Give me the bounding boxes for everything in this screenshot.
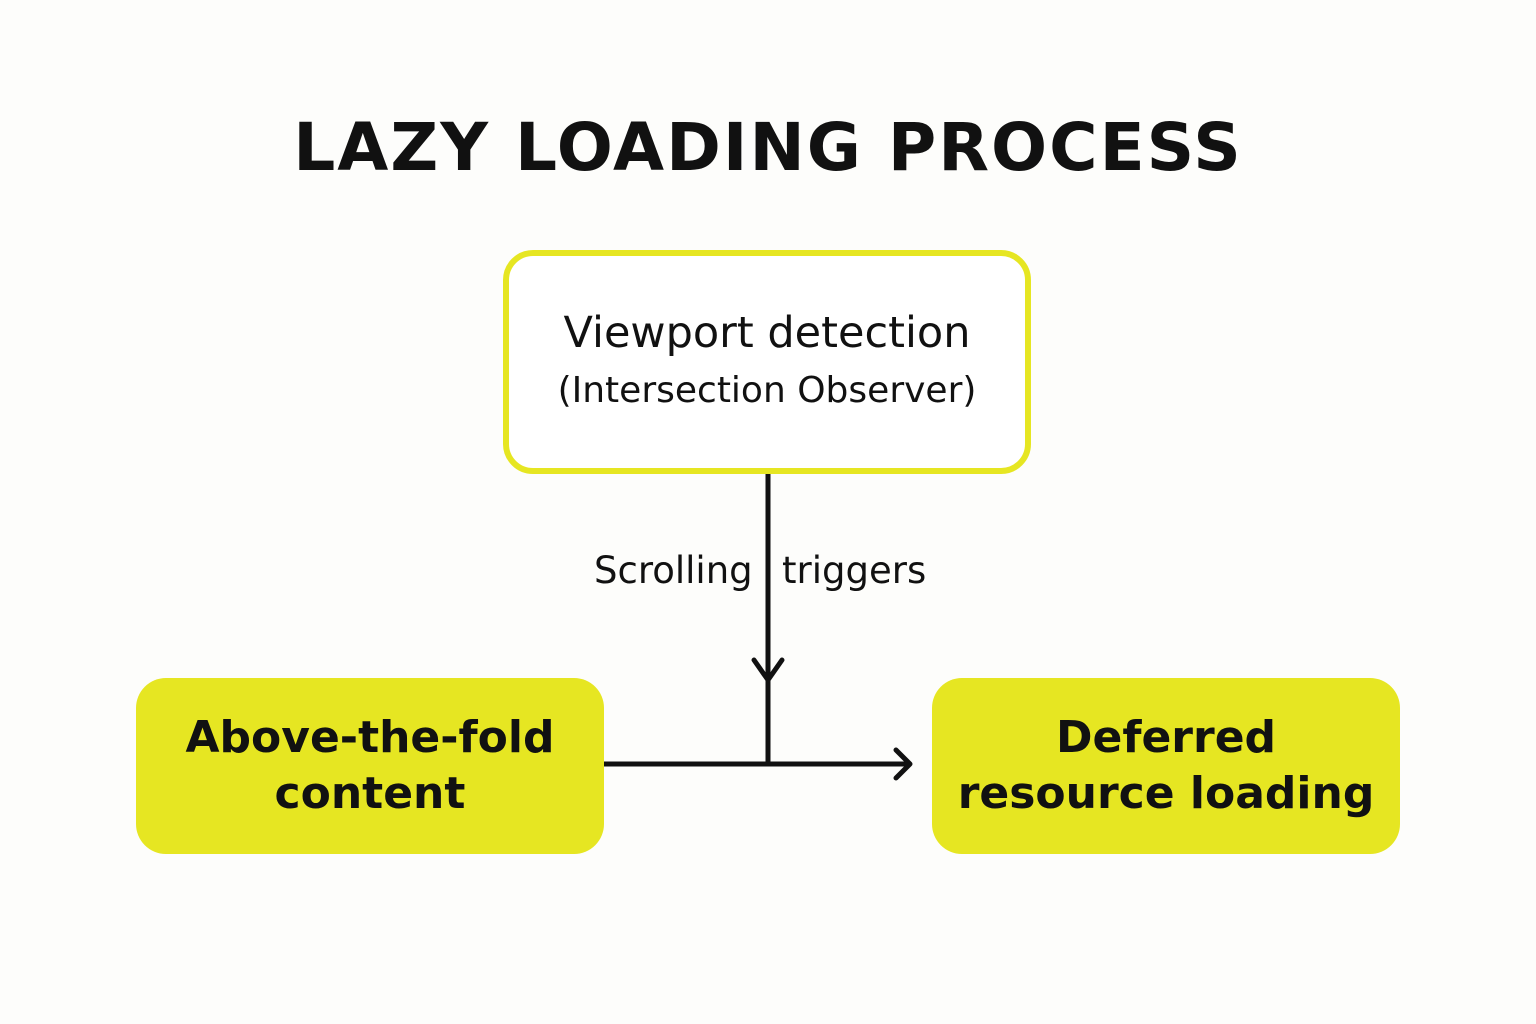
edge-label-scrolling: Scrolling (594, 549, 753, 592)
node-above-fold-line1: Above-the-fold (185, 712, 555, 763)
node-above-the-fold: Above-the-fold content (136, 678, 604, 854)
node-viewport-line1: Viewport detection (563, 308, 971, 358)
edge-label-triggers: triggers (782, 549, 927, 592)
node-deferred-loading: Deferred resource loading (932, 678, 1400, 854)
node-viewport-line2: (Intersection Observer) (557, 370, 977, 411)
diagram-title: LAZY LOADING PROCESS (293, 109, 1243, 186)
node-deferred-line2: resource loading (957, 768, 1375, 819)
node-deferred-line1: Deferred (1055, 712, 1277, 763)
node-above-fold-line2: content (274, 768, 466, 819)
node-viewport-detection: Viewport detection (Intersection Observe… (503, 250, 1031, 474)
down-arrowhead (751, 657, 785, 683)
right-arrowhead (893, 747, 913, 781)
